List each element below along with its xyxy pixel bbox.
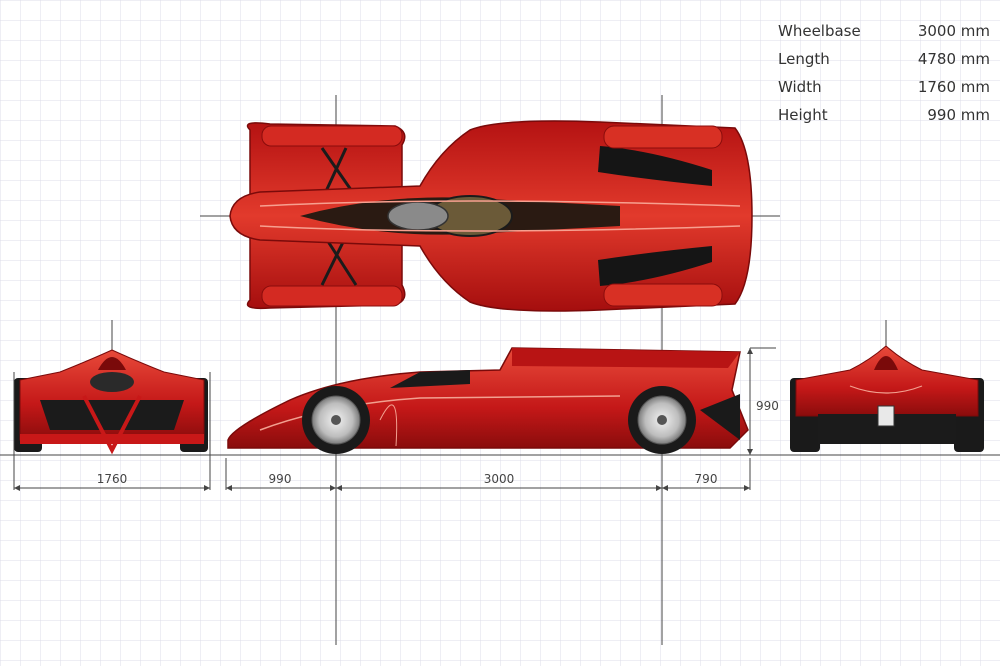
dim-rear-overhang: 790 xyxy=(695,472,718,486)
dim-front-overhang: 990 xyxy=(269,472,292,486)
spec-value: 4780 mm xyxy=(917,50,990,68)
spec-row-length: Length 4780 mm xyxy=(778,50,990,68)
car-rear-view xyxy=(790,345,984,452)
spec-label: Length xyxy=(778,50,830,68)
dim-wheelbase: 3000 xyxy=(484,472,515,486)
spec-value: 990 mm xyxy=(927,106,990,124)
spec-label: Wheelbase xyxy=(778,22,861,40)
spec-value: 3000 mm xyxy=(917,22,990,40)
spec-row-height: Height 990 mm xyxy=(778,106,990,124)
spec-label: Width xyxy=(778,78,822,96)
car-top-view xyxy=(229,120,753,312)
spec-row-width: Width 1760 mm xyxy=(778,78,990,96)
car-side-view xyxy=(227,347,749,454)
dim-height: 990 xyxy=(756,399,779,413)
car-front-view xyxy=(14,349,208,455)
dim-front-width: 1760 xyxy=(97,472,128,486)
spec-label: Height xyxy=(778,106,828,124)
spec-row-wheelbase: Wheelbase 3000 mm xyxy=(778,22,990,40)
spec-value: 1760 mm xyxy=(917,78,990,96)
